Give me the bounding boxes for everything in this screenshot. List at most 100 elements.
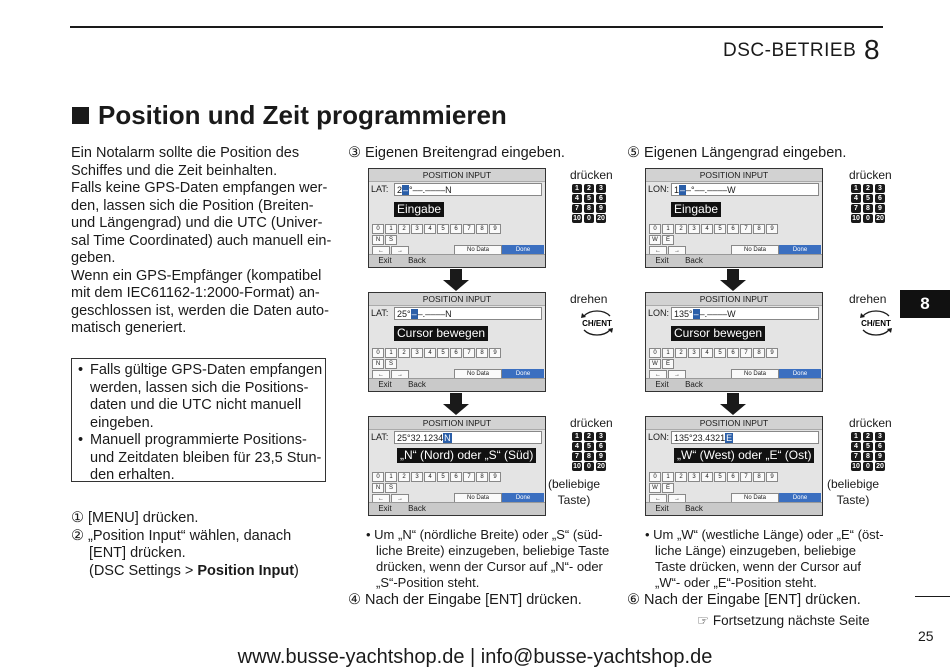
letter-key[interactable]: S [385, 235, 397, 245]
digit-key[interactable]: 5 [437, 224, 449, 234]
digit-key[interactable]: 5 [714, 224, 726, 234]
digit-key[interactable]: 9 [766, 348, 778, 358]
letter-key[interactable]: S [385, 359, 397, 369]
digit-key[interactable]: 0 [649, 472, 661, 482]
digit-key[interactable]: 7 [740, 472, 752, 482]
digit-key[interactable]: 4 [424, 472, 436, 482]
digit-key[interactable]: 8 [753, 348, 765, 358]
digit-key[interactable]: 5 [437, 348, 449, 358]
digit-key[interactable]: 3 [688, 472, 700, 482]
digit-key[interactable]: 1 [662, 472, 674, 482]
done-button[interactable]: Done [502, 245, 544, 255]
exit-softkey[interactable]: Exit [655, 256, 669, 265]
letter-key[interactable]: W [649, 235, 661, 245]
digit-key[interactable]: 5 [437, 472, 449, 482]
digit-key[interactable]: 8 [753, 472, 765, 482]
digit-key[interactable]: 4 [424, 348, 436, 358]
digit-key[interactable]: 5 [714, 472, 726, 482]
letter-key[interactable]: N [372, 235, 384, 245]
digit-key[interactable]: 6 [450, 348, 462, 358]
digit-key[interactable]: 7 [740, 224, 752, 234]
digit-key[interactable]: 4 [701, 472, 713, 482]
digit-key[interactable]: 4 [701, 224, 713, 234]
letter-key[interactable]: E [662, 359, 674, 369]
lon-bullet-line: Taste drücken, wenn der Cursor auf [655, 559, 861, 574]
letter-key[interactable]: N [372, 483, 384, 493]
letter-key[interactable]: W [649, 483, 661, 493]
back-softkey[interactable]: Back [408, 380, 426, 389]
digit-key[interactable]: 1 [385, 472, 397, 482]
digit-key[interactable]: 2 [398, 348, 410, 358]
digit-key[interactable]: 9 [489, 224, 501, 234]
digit-key[interactable]: 1 [385, 348, 397, 358]
digit-key[interactable]: 8 [476, 472, 488, 482]
exit-softkey[interactable]: Exit [655, 380, 669, 389]
back-softkey[interactable]: Back [685, 504, 703, 513]
back-softkey[interactable]: Back [685, 256, 703, 265]
digit-key[interactable]: 8 [476, 224, 488, 234]
digit-key[interactable]: 2 [675, 348, 687, 358]
letter-key[interactable]: W [649, 359, 661, 369]
digit-key[interactable]: 6 [727, 348, 739, 358]
digit-key[interactable]: 7 [463, 224, 475, 234]
digit-key[interactable]: 6 [450, 224, 462, 234]
digit-key[interactable]: 1 [662, 224, 674, 234]
digit-key[interactable]: 6 [727, 472, 739, 482]
digit-key[interactable]: 9 [766, 472, 778, 482]
letter-key[interactable]: E [662, 235, 674, 245]
letter-key[interactable]: N [372, 359, 384, 369]
digit-key[interactable]: 7 [463, 348, 475, 358]
digit-key[interactable]: 9 [766, 224, 778, 234]
digit-key[interactable]: 2 [675, 224, 687, 234]
digit-key[interactable]: 1 [385, 224, 397, 234]
digit-key[interactable]: 0 [372, 348, 384, 358]
exit-softkey[interactable]: Exit [378, 380, 392, 389]
digit-key[interactable]: 6 [727, 224, 739, 234]
digit-key[interactable]: 3 [688, 348, 700, 358]
done-button[interactable]: Done [779, 369, 821, 379]
exit-softkey[interactable]: Exit [378, 256, 392, 265]
exit-softkey[interactable]: Exit [655, 504, 669, 513]
digit-key[interactable]: 3 [688, 224, 700, 234]
digit-key[interactable]: 3 [411, 224, 423, 234]
exit-softkey[interactable]: Exit [378, 504, 392, 513]
digit-key[interactable]: 7 [740, 348, 752, 358]
coordinate-input[interactable]: 135°––.––––W [671, 307, 819, 320]
digit-key[interactable]: 0 [372, 224, 384, 234]
digit-key[interactable]: 0 [649, 224, 661, 234]
back-softkey[interactable]: Back [408, 256, 426, 265]
done-button[interactable]: Done [502, 493, 544, 503]
digit-key[interactable]: 1 [662, 348, 674, 358]
digit-key[interactable]: 7 [463, 472, 475, 482]
digit-key[interactable]: 8 [753, 224, 765, 234]
back-softkey[interactable]: Back [685, 380, 703, 389]
digit-key[interactable]: 8 [476, 348, 488, 358]
done-button[interactable]: Done [779, 245, 821, 255]
letter-key[interactable]: S [385, 483, 397, 493]
coordinate-input[interactable]: 25°32.1234N [394, 431, 542, 444]
digit-key[interactable]: 4 [424, 224, 436, 234]
note-item: • Falls gültige GPS-Daten empfangen werd… [78, 362, 322, 432]
dial-label: CH/ENT [861, 319, 891, 328]
done-button[interactable]: Done [502, 369, 544, 379]
digit-key[interactable]: 3 [411, 472, 423, 482]
digit-key[interactable]: 0 [372, 472, 384, 482]
digit-key[interactable]: 2 [675, 472, 687, 482]
digit-key[interactable]: 4 [701, 348, 713, 358]
digit-key[interactable]: 6 [450, 472, 462, 482]
digit-key[interactable]: 9 [489, 348, 501, 358]
digit-key[interactable]: 2 [398, 472, 410, 482]
letter-key[interactable]: E [662, 483, 674, 493]
coordinate-input[interactable]: 25°––.––––N [394, 307, 542, 320]
digit-key[interactable]: 9 [489, 472, 501, 482]
digit-key[interactable]: 0 [649, 348, 661, 358]
back-softkey[interactable]: Back [408, 504, 426, 513]
done-button[interactable]: Done [779, 493, 821, 503]
coordinate-input[interactable]: 2–°––.––––N [394, 183, 542, 196]
digit-key[interactable]: 2 [398, 224, 410, 234]
digit-key[interactable]: 3 [411, 348, 423, 358]
digit-key[interactable]: 5 [714, 348, 726, 358]
coordinate-input[interactable]: 1––°––.––––W [671, 183, 819, 196]
coordinate-input[interactable]: 135°23.4321E [671, 431, 819, 444]
